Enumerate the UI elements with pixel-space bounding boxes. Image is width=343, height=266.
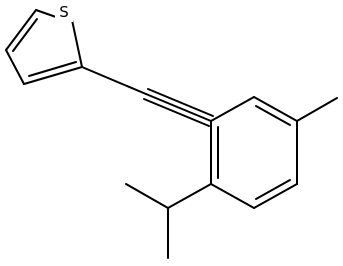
- bond-isopropyl-ch: [167, 183, 212, 209]
- bond-ring-4: [253, 183, 298, 209]
- sulfur-label-background: [55, 2, 73, 22]
- bond-c5-c4-inner: [12, 18, 38, 52]
- bond-c5-c4: [5, 9, 37, 51]
- bond-c3-c2-inner: [28, 61, 77, 77]
- bond-c3-c2: [23, 66, 83, 85]
- atom-label-group: S: [55, 2, 73, 22]
- bond-alkyne-a: [81, 66, 147, 95]
- bond-alkyne-b: [145, 93, 212, 122]
- sulfur-atom-label: S: [59, 3, 69, 21]
- bond-ring-5: [210, 183, 255, 209]
- bond-c4-c3: [5, 49, 25, 85]
- bond-ring-1: [210, 96, 255, 122]
- bond-s-c5: [35, 9, 57, 18]
- bond-group: [5, 9, 338, 259]
- bond-methyl: [296, 97, 338, 122]
- bond-alkyne-c: [147, 88, 214, 117]
- bond-isopropyl-me1: [125, 183, 169, 209]
- bond-c2-s: [71, 19, 83, 68]
- bond-ring-2: [253, 96, 298, 122]
- bond-alkyne-d: [143, 98, 210, 127]
- bond-ring-4-inner: [255, 179, 291, 200]
- bond-ring-2-inner: [255, 105, 291, 126]
